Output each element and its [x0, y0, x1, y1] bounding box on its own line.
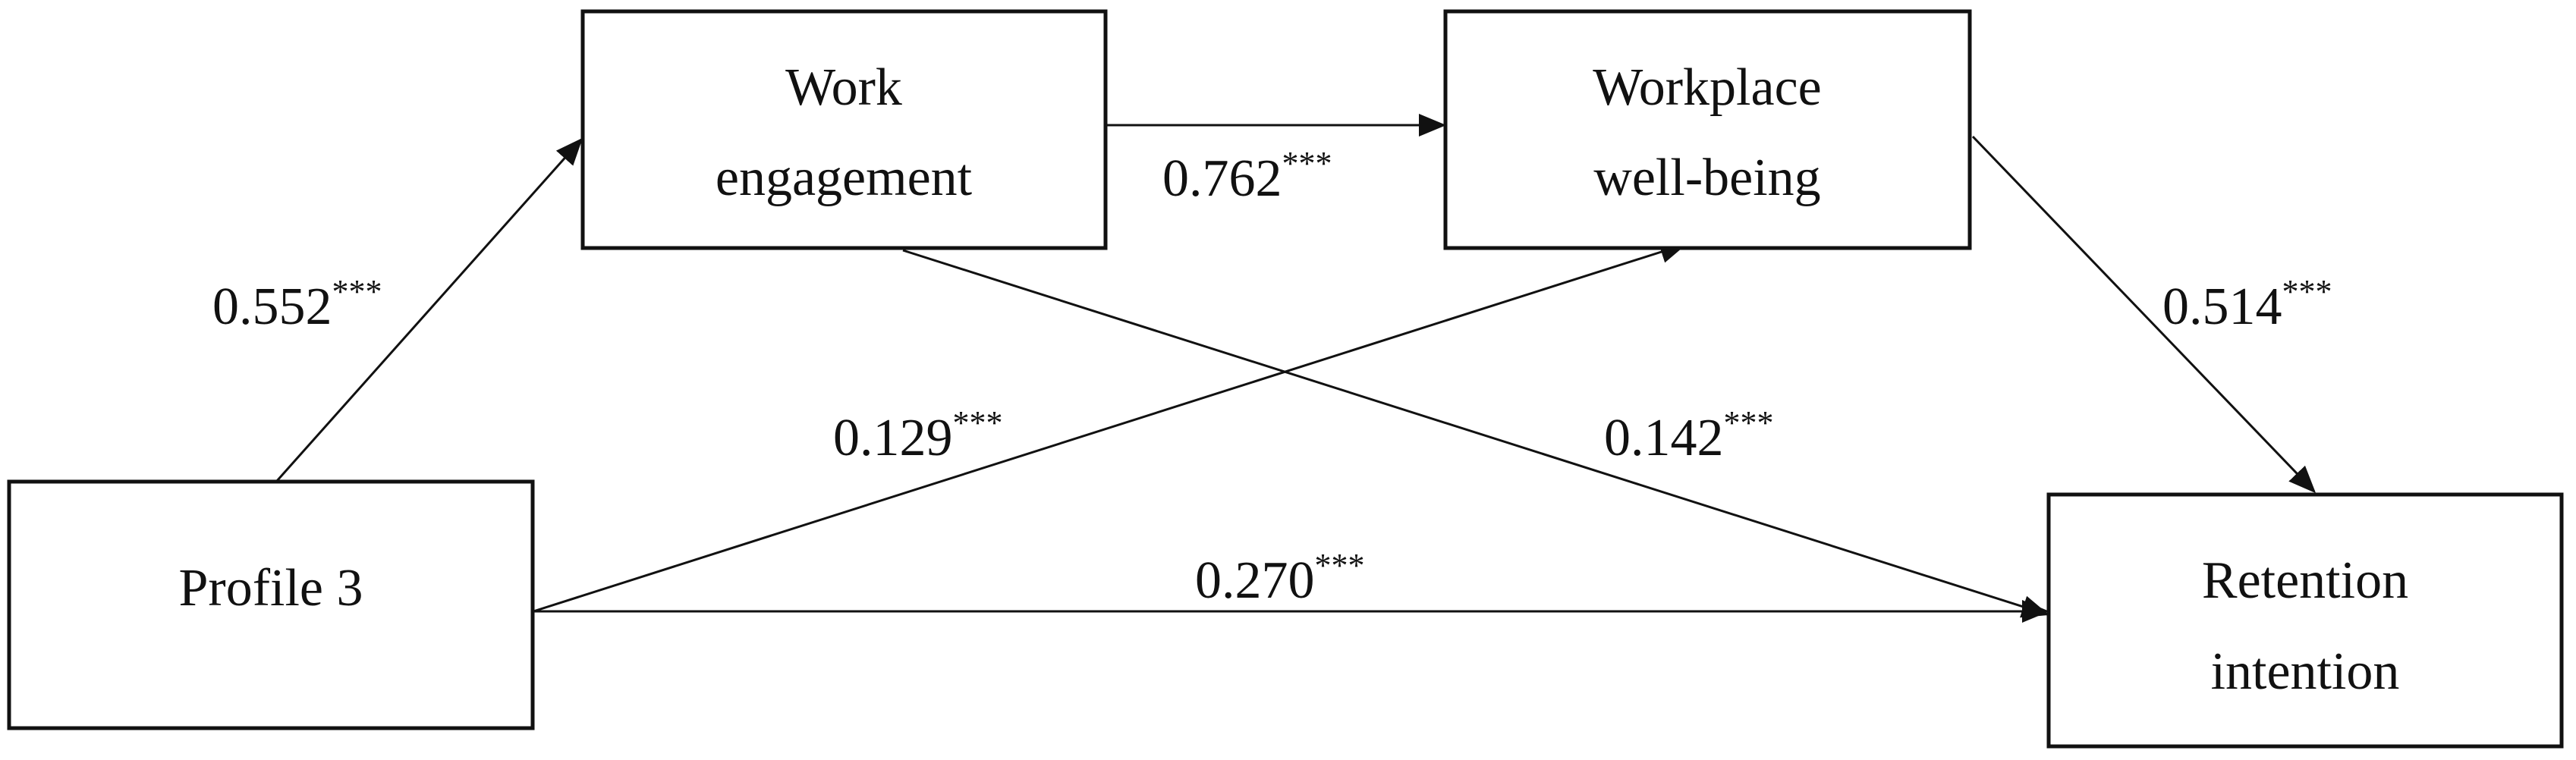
node-label: Workplace [1593, 58, 1821, 117]
node-label: engagement [716, 149, 973, 207]
significance-stars: *** [1315, 547, 1365, 584]
significance-stars: *** [332, 273, 382, 310]
node-work-engagement: Work engagement [580, 9, 1108, 250]
coefficient-profile-to-wellbeing: 0.129*** [833, 404, 1003, 467]
significance-stars: *** [2282, 273, 2332, 310]
coefficient-profile-to-engagement: 0.552*** [212, 273, 382, 336]
node-label: Profile 3 [178, 559, 363, 617]
node-label: Work [785, 58, 902, 117]
coefficient-profile-to-retention: 0.270*** [1195, 547, 1365, 610]
node-label: intention [2211, 642, 2400, 701]
arrow-engagement-to-retention [902, 249, 2049, 618]
coefficient-engagement-to-wellbeing: 0.762*** [1162, 145, 1332, 208]
node-label: Retention [2202, 551, 2408, 610]
node-profile-3: Profile 3 [7, 479, 535, 730]
node-retention-intention: Retention intention [2046, 492, 2564, 749]
node-label: well-being [1593, 149, 1820, 207]
arrow-wellbeing-to-retention [1971, 135, 2317, 494]
coefficient-wellbeing-to-retention: 0.514*** [2162, 273, 2332, 336]
arrow-profile-to-wellbeing [533, 240, 1687, 613]
significance-stars: *** [953, 404, 1003, 441]
arrow-profile-to-engagement [275, 137, 583, 482]
significance-stars: *** [1282, 145, 1332, 182]
coefficient-engagement-to-retention: 0.142*** [1604, 404, 1774, 467]
node-workplace-well-being: Workplace well-being [1443, 9, 1972, 250]
significance-stars: *** [1724, 404, 1774, 441]
